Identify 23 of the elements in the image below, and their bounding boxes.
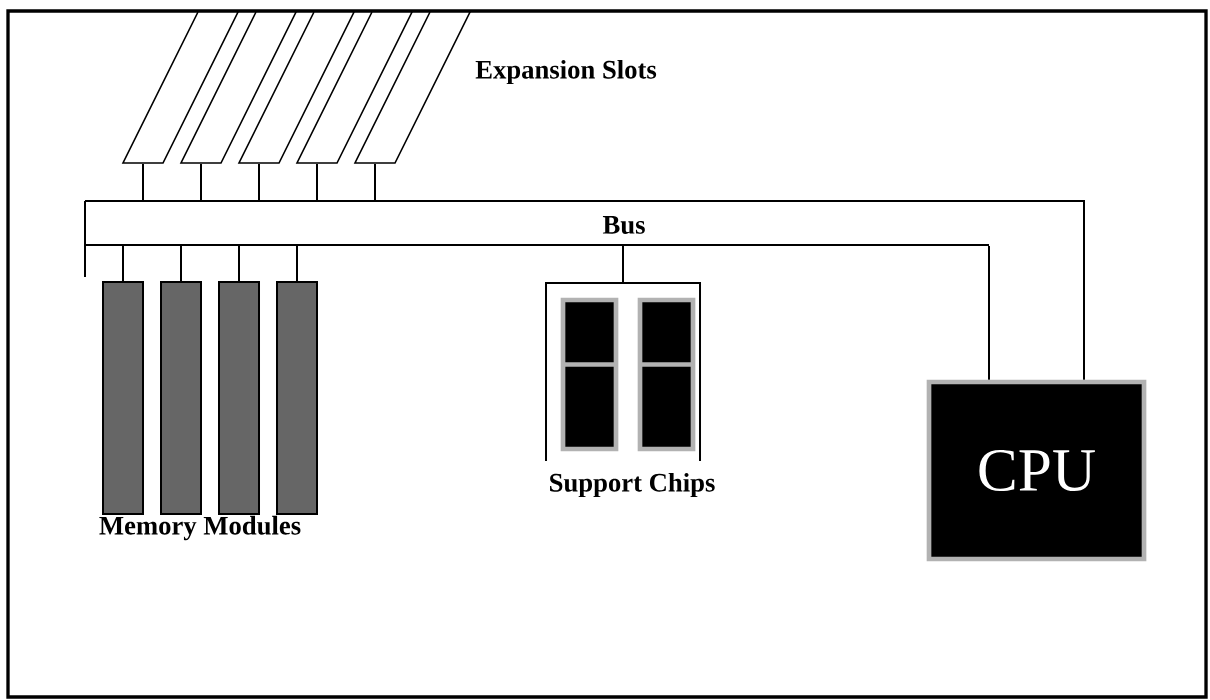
bus-line [988, 245, 990, 381]
bus-line [200, 163, 202, 201]
memory-module [276, 281, 318, 515]
bus-line [142, 163, 144, 201]
label: Memory Modules [99, 515, 301, 541]
bus-line [180, 245, 182, 282]
bus-line [296, 245, 298, 282]
label: Expansion Slots [475, 59, 657, 85]
bus-line [122, 245, 124, 282]
bus-label: Bus [602, 216, 645, 234]
bus-line [238, 245, 240, 282]
bus-line [374, 163, 376, 201]
cpu-box: CPU [926, 379, 1147, 562]
chip [560, 297, 619, 452]
memory-module [160, 281, 202, 515]
bus-line [622, 245, 624, 283]
chip-label: Support Chips [550, 472, 715, 498]
memory-module [218, 281, 260, 515]
bus-line [1083, 199, 1085, 381]
bus-line [316, 163, 318, 201]
memory-module [102, 281, 144, 515]
bus-line [258, 163, 260, 201]
chip [637, 297, 696, 452]
